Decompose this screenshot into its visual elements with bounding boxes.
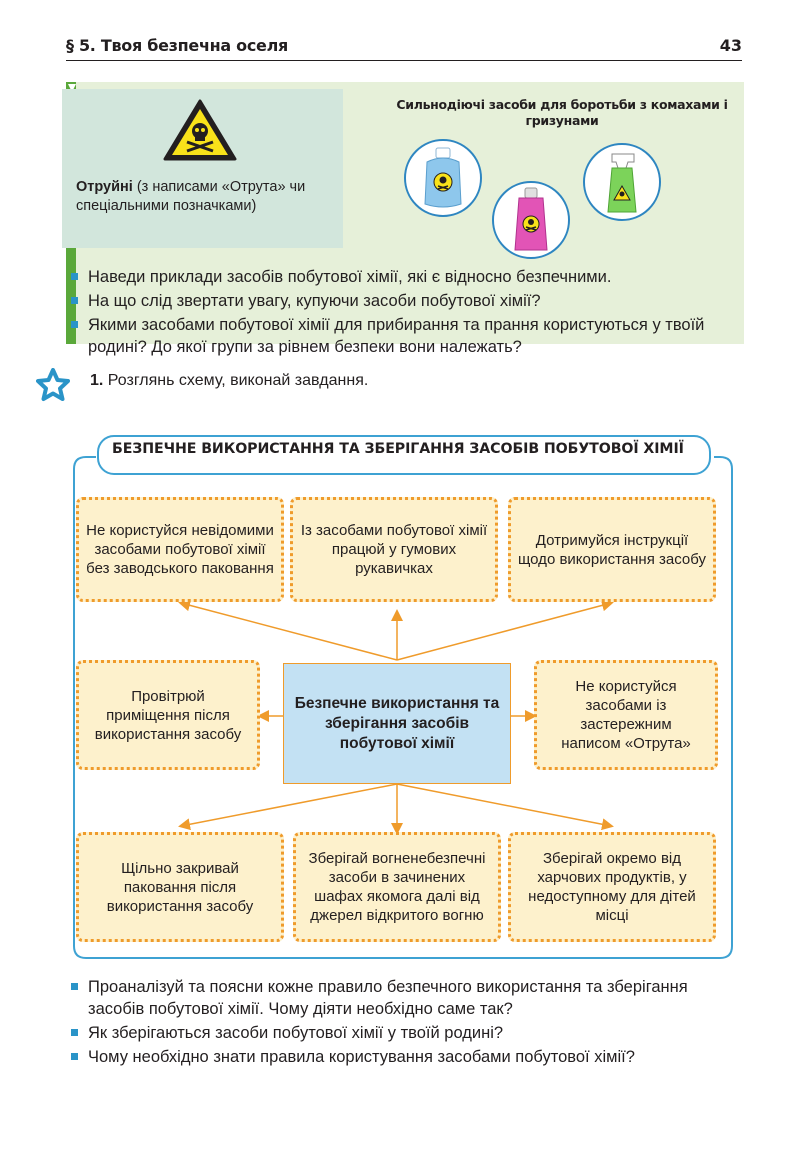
task-text: Розглянь схему, виконай завдання. xyxy=(103,372,369,389)
final-questions-list: Проаналізуй та поясни кожне правило безп… xyxy=(66,976,746,1070)
header-rule xyxy=(66,60,742,61)
list-item: Як зберігаються засоби побутової хімії у… xyxy=(66,1022,746,1044)
list-item: Якими засобами побутової хімії для приби… xyxy=(66,314,736,358)
poison-label: Отруйні xyxy=(76,179,133,195)
rule-box: Не користуйся невідомими засобами побуто… xyxy=(76,497,284,602)
scheme-frame xyxy=(73,435,733,959)
rule-box: Провітрюй приміщення після використання … xyxy=(76,660,260,770)
triangle-marker-icon xyxy=(68,84,76,92)
rule-box: Зберігай окремо від харчових продуктів, … xyxy=(508,832,716,942)
scheme-center: Безпечне використання та зберігання засо… xyxy=(283,663,511,784)
poison-spray-green-icon xyxy=(583,143,661,221)
page-number: 43 xyxy=(719,36,742,55)
poison-bottle-blue-icon xyxy=(404,139,482,217)
info-questions-list: Наведи приклади засобів побутової хімії,… xyxy=(66,266,736,360)
rule-box: Щільно закривай паковання після використ… xyxy=(76,832,284,942)
rule-box: Не користуйся засобами із застережним на… xyxy=(534,660,718,770)
scheme-title: БЕЗПЕЧНЕ ВИКОРИСТАННЯ ТА ЗБЕРІГАННЯ ЗАСО… xyxy=(112,441,684,457)
poison-description: Отруйні (з написами «Отрута» чи спеціаль… xyxy=(76,178,338,216)
task-number: 1. xyxy=(90,372,104,389)
star-icon xyxy=(36,368,70,401)
list-item: Чому необхідно знати правила користуванн… xyxy=(66,1046,746,1068)
list-item: На що слід звертати увагу, купуючи засоб… xyxy=(66,290,736,312)
page-header-title: § 5. Твоя безпечна оселя xyxy=(66,36,288,55)
poison-bottle-pink-icon xyxy=(492,181,570,259)
rule-box: Дотримуйся інструкції щодо використання … xyxy=(508,497,716,602)
rule-box: Із засобами побутової хімії працюй у гум… xyxy=(290,497,498,602)
list-item: Проаналізуй та поясни кожне правило безп… xyxy=(66,976,746,1020)
poison-label-detail: (з написами «Отрута» чи спеціальними поз… xyxy=(76,179,306,214)
rule-box: Зберігай вогненебезпечні засоби в зачине… xyxy=(293,832,501,942)
warning-poison-icon xyxy=(163,99,237,161)
strong-agents-title: Сильнодіючі засоби для боротьби з комаха… xyxy=(396,97,728,128)
task-instruction: 1. Розглянь схему, виконай завдання. xyxy=(90,372,368,390)
list-item: Наведи приклади засобів побутової хімії,… xyxy=(66,266,736,288)
